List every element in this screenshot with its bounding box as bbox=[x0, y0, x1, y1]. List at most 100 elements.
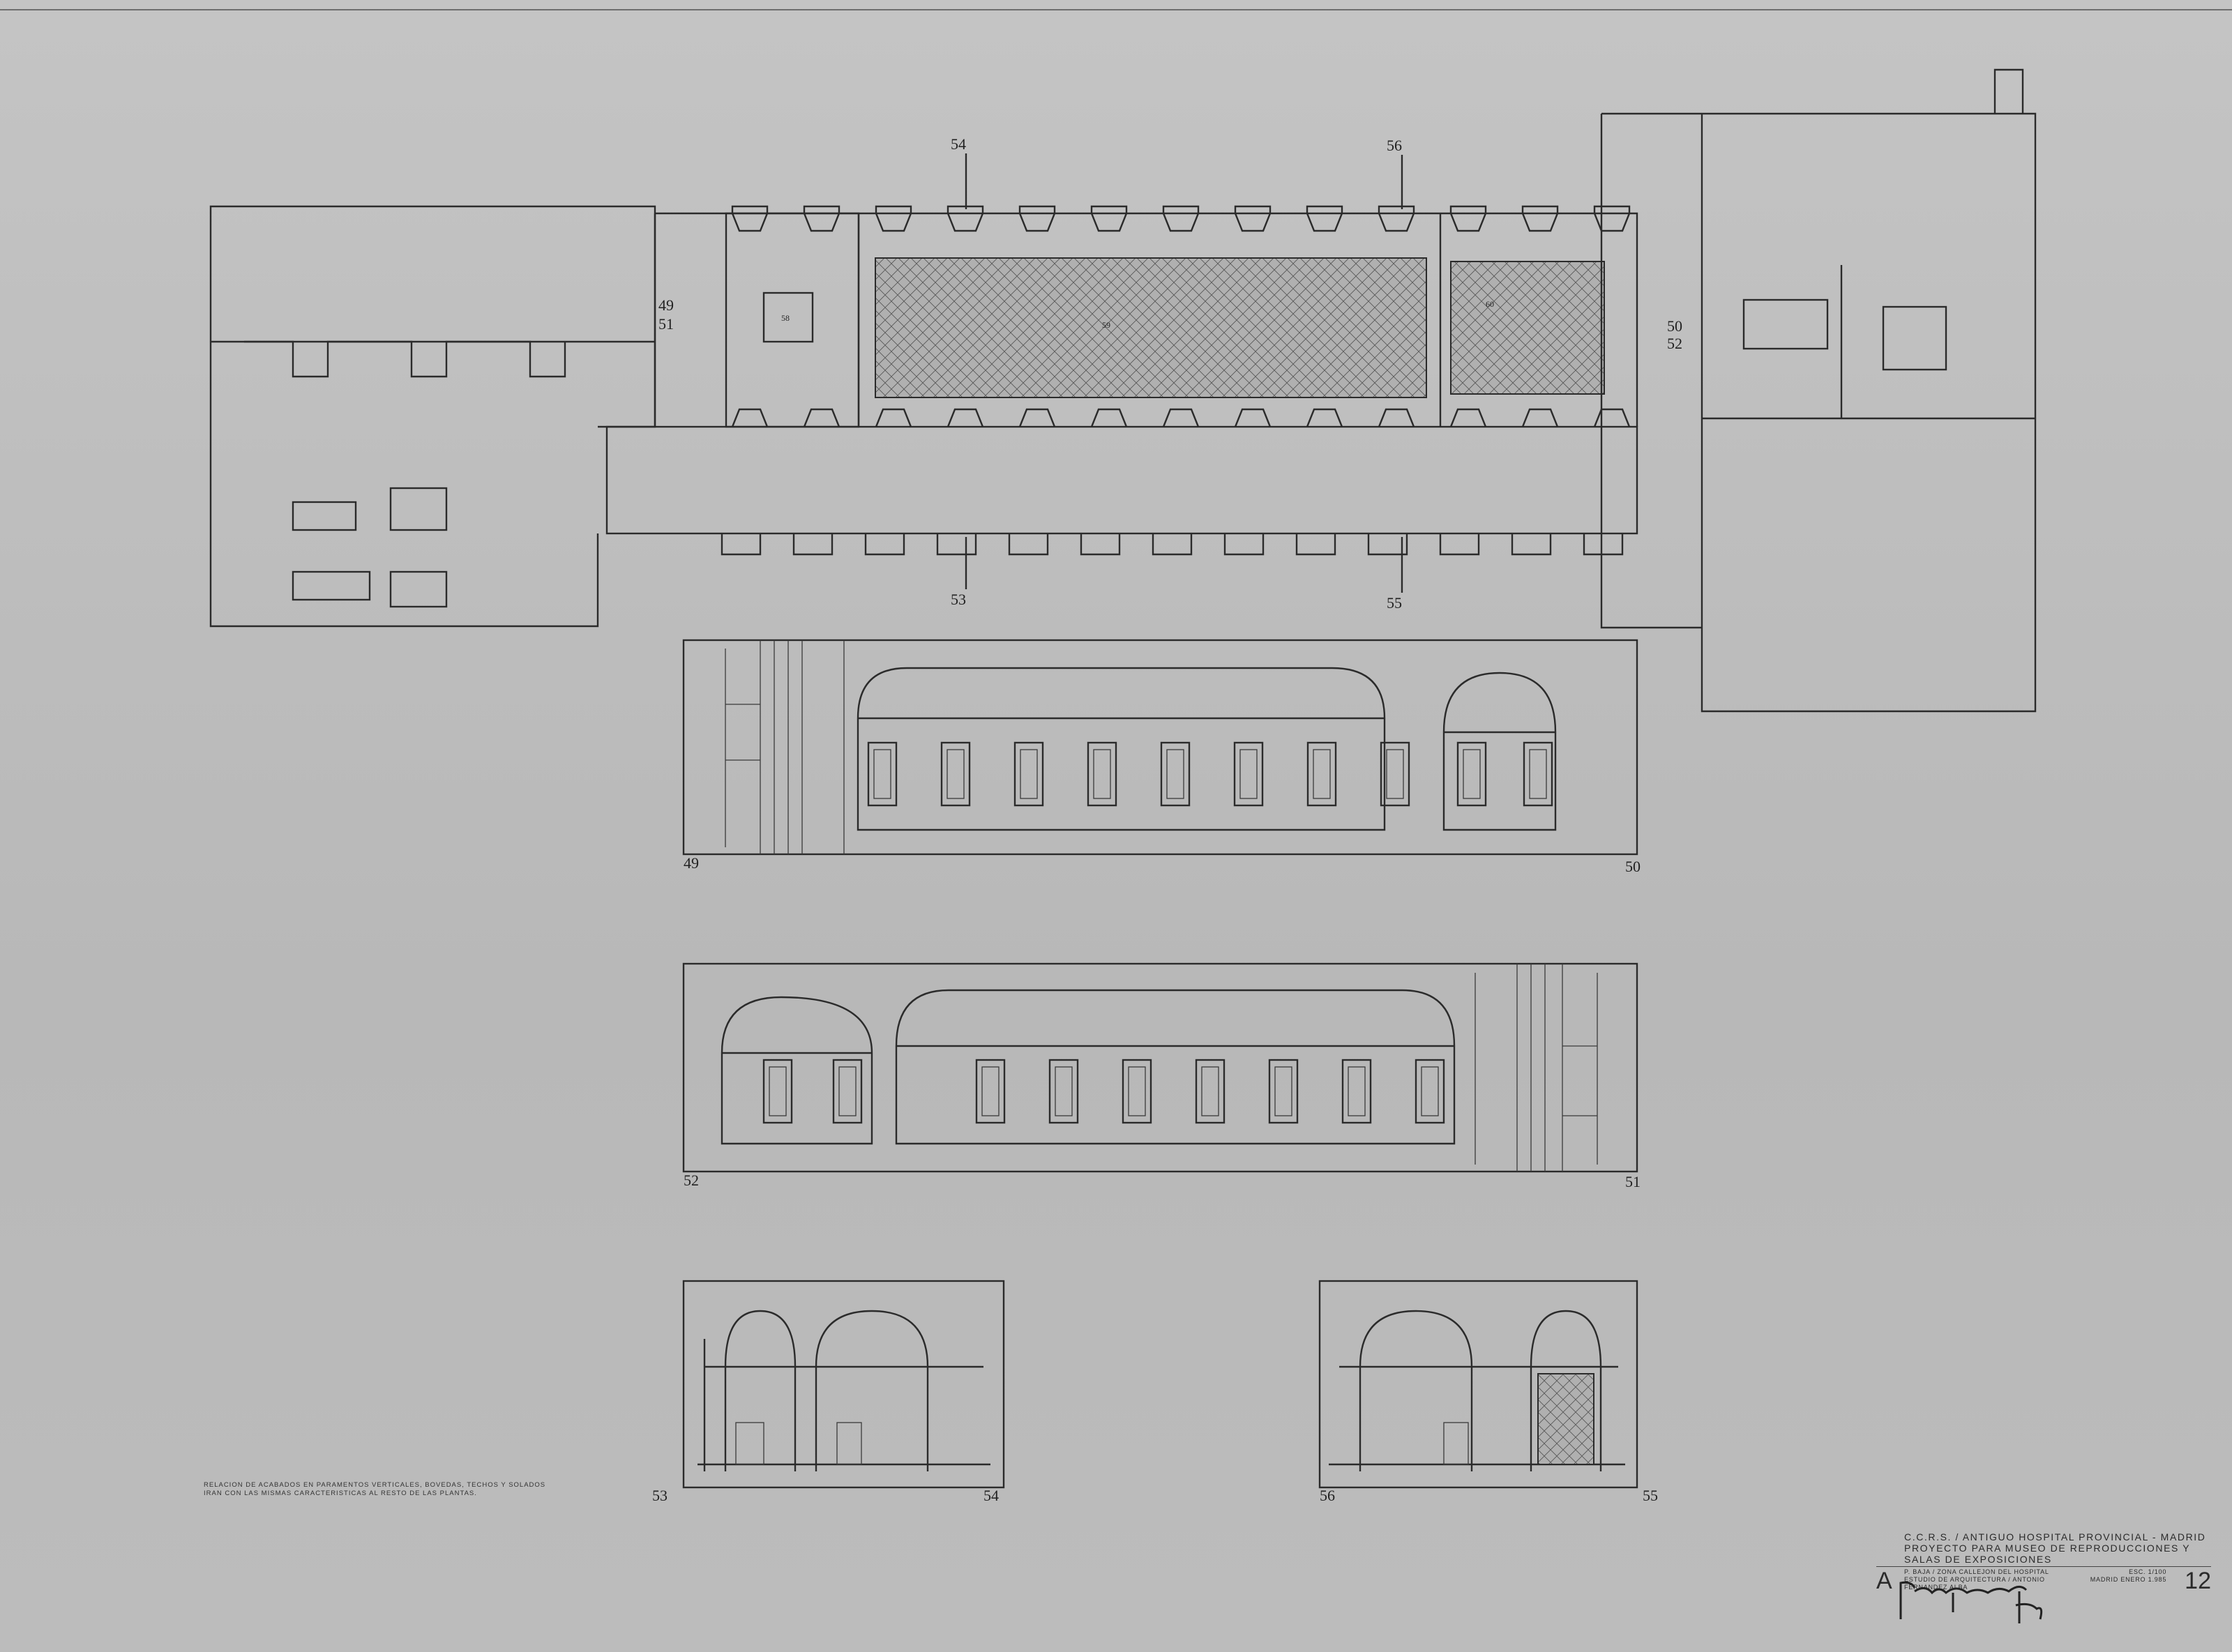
plan-east-stair-core bbox=[1882, 305, 1947, 371]
elevation-label-right: 51 bbox=[1625, 1173, 1641, 1190]
plan-gallery-walls bbox=[654, 212, 1638, 427]
pier bbox=[1449, 205, 1487, 232]
title-block: C.C.R.S. / ANTIGUO HOSPITAL PROVINCIAL -… bbox=[1876, 1531, 2211, 1593]
plan-pier bbox=[389, 487, 448, 531]
elevation-52-51: 52 51 bbox=[682, 962, 1641, 1190]
plan-stair bbox=[725, 212, 860, 428]
window-inner bbox=[873, 749, 891, 799]
window bbox=[1048, 1059, 1079, 1124]
elevation-49-50: 49 50 bbox=[682, 639, 1641, 875]
pier bbox=[1162, 408, 1200, 427]
window bbox=[1013, 741, 1044, 807]
plan-stair-core bbox=[762, 291, 814, 343]
section-53-54: 53 54 bbox=[652, 1280, 1005, 1504]
pier bbox=[1583, 533, 1624, 556]
pier bbox=[875, 408, 912, 427]
pier bbox=[1521, 205, 1559, 232]
pier bbox=[1090, 205, 1128, 232]
pier bbox=[1449, 408, 1487, 427]
section-label-left: 56 bbox=[1320, 1487, 1335, 1504]
section-label-left: 53 bbox=[652, 1487, 668, 1504]
note-line-2: IRAN CON LAS MISMAS CARACTERISTICAS AL R… bbox=[204, 1490, 477, 1497]
window-inner bbox=[1166, 749, 1184, 799]
plan-pier bbox=[292, 570, 371, 601]
pier bbox=[1295, 533, 1336, 556]
pier bbox=[1234, 205, 1272, 232]
elevation-label-right: 50 bbox=[1625, 858, 1641, 875]
pier bbox=[1593, 408, 1631, 427]
window-inner bbox=[981, 1066, 1000, 1116]
pier bbox=[792, 533, 834, 556]
plan-corridor bbox=[605, 425, 1638, 535]
studio: ESTUDIO DE ARQUITECTURA / ANTONIO FERNAN… bbox=[1904, 1576, 2045, 1591]
sheet-number: 12 bbox=[2185, 1568, 2211, 1594]
pier bbox=[1378, 205, 1415, 232]
window bbox=[1268, 1059, 1299, 1124]
note-line-1: RELACION DE ACABADOS EN PARAMENTOS VERTI… bbox=[204, 1481, 546, 1489]
plan-west-block bbox=[209, 205, 656, 628]
plan-east-block bbox=[1600, 68, 2037, 713]
window bbox=[1233, 741, 1264, 807]
window-inner bbox=[1421, 1066, 1439, 1116]
window-inner bbox=[1386, 749, 1404, 799]
pier bbox=[1521, 408, 1559, 427]
window-inner bbox=[947, 749, 965, 799]
window bbox=[867, 741, 898, 807]
window bbox=[1523, 741, 1553, 807]
scale: ESC. 1/100 bbox=[2129, 1568, 2167, 1575]
window-inner bbox=[1055, 1066, 1073, 1116]
plan-room-hatched bbox=[1450, 261, 1605, 395]
pier bbox=[1511, 533, 1552, 556]
pier bbox=[1080, 533, 1121, 556]
pier bbox=[803, 408, 840, 427]
pier bbox=[1378, 408, 1415, 427]
window bbox=[940, 741, 971, 807]
section-mark-label: 51 bbox=[658, 315, 674, 333]
pier bbox=[731, 205, 769, 232]
window bbox=[1195, 1059, 1226, 1124]
window-inner bbox=[1020, 749, 1038, 799]
section-mark-label: 53 bbox=[951, 591, 966, 608]
signature bbox=[1899, 1581, 2043, 1623]
window bbox=[1341, 1059, 1372, 1124]
pier bbox=[803, 205, 840, 232]
window bbox=[1456, 741, 1487, 807]
pier bbox=[947, 408, 984, 427]
plan-pier bbox=[292, 501, 357, 531]
window bbox=[1415, 1059, 1445, 1124]
section-mark-label: 49 bbox=[658, 296, 674, 314]
window bbox=[1306, 741, 1337, 807]
window-inner bbox=[1274, 1066, 1292, 1116]
window-inner bbox=[838, 1066, 857, 1116]
window-inner bbox=[1201, 1066, 1219, 1116]
pier bbox=[875, 205, 912, 232]
room-tag: 59 bbox=[1102, 320, 1110, 330]
window bbox=[832, 1059, 863, 1124]
series-letter: A bbox=[1876, 1568, 1892, 1594]
room-tag: 60 bbox=[1486, 299, 1494, 309]
pier bbox=[1090, 408, 1128, 427]
pier bbox=[1008, 533, 1049, 556]
section-label-right: 55 bbox=[1643, 1487, 1658, 1504]
window-inner bbox=[1529, 749, 1547, 799]
section-mark-label: 50 bbox=[1667, 317, 1682, 335]
section-56-55: 56 55 bbox=[1318, 1280, 1658, 1504]
pier bbox=[1234, 408, 1272, 427]
elevation-label-left: 49 bbox=[684, 854, 699, 872]
plan-east-room bbox=[1742, 298, 1829, 350]
window-inner bbox=[1128, 1066, 1146, 1116]
plan-name: P. BAJA / ZONA CALLEJON DEL HOSPITAL bbox=[1904, 1568, 2049, 1575]
room-tag: 58 bbox=[781, 313, 790, 323]
window-inner bbox=[1348, 1066, 1366, 1116]
section-mark-label: 54 bbox=[951, 135, 966, 153]
finishes-note: RELACION DE ACABADOS EN PARAMENTOS VERTI… bbox=[204, 1481, 545, 1498]
plan-west-piers bbox=[244, 340, 566, 378]
window bbox=[1122, 1059, 1152, 1124]
title-line-1: C.C.R.S. / ANTIGUO HOSPITAL PROVINCIAL -… bbox=[1904, 1531, 2206, 1543]
pier bbox=[1018, 205, 1056, 232]
pier bbox=[1152, 533, 1193, 556]
pier bbox=[1162, 205, 1200, 232]
